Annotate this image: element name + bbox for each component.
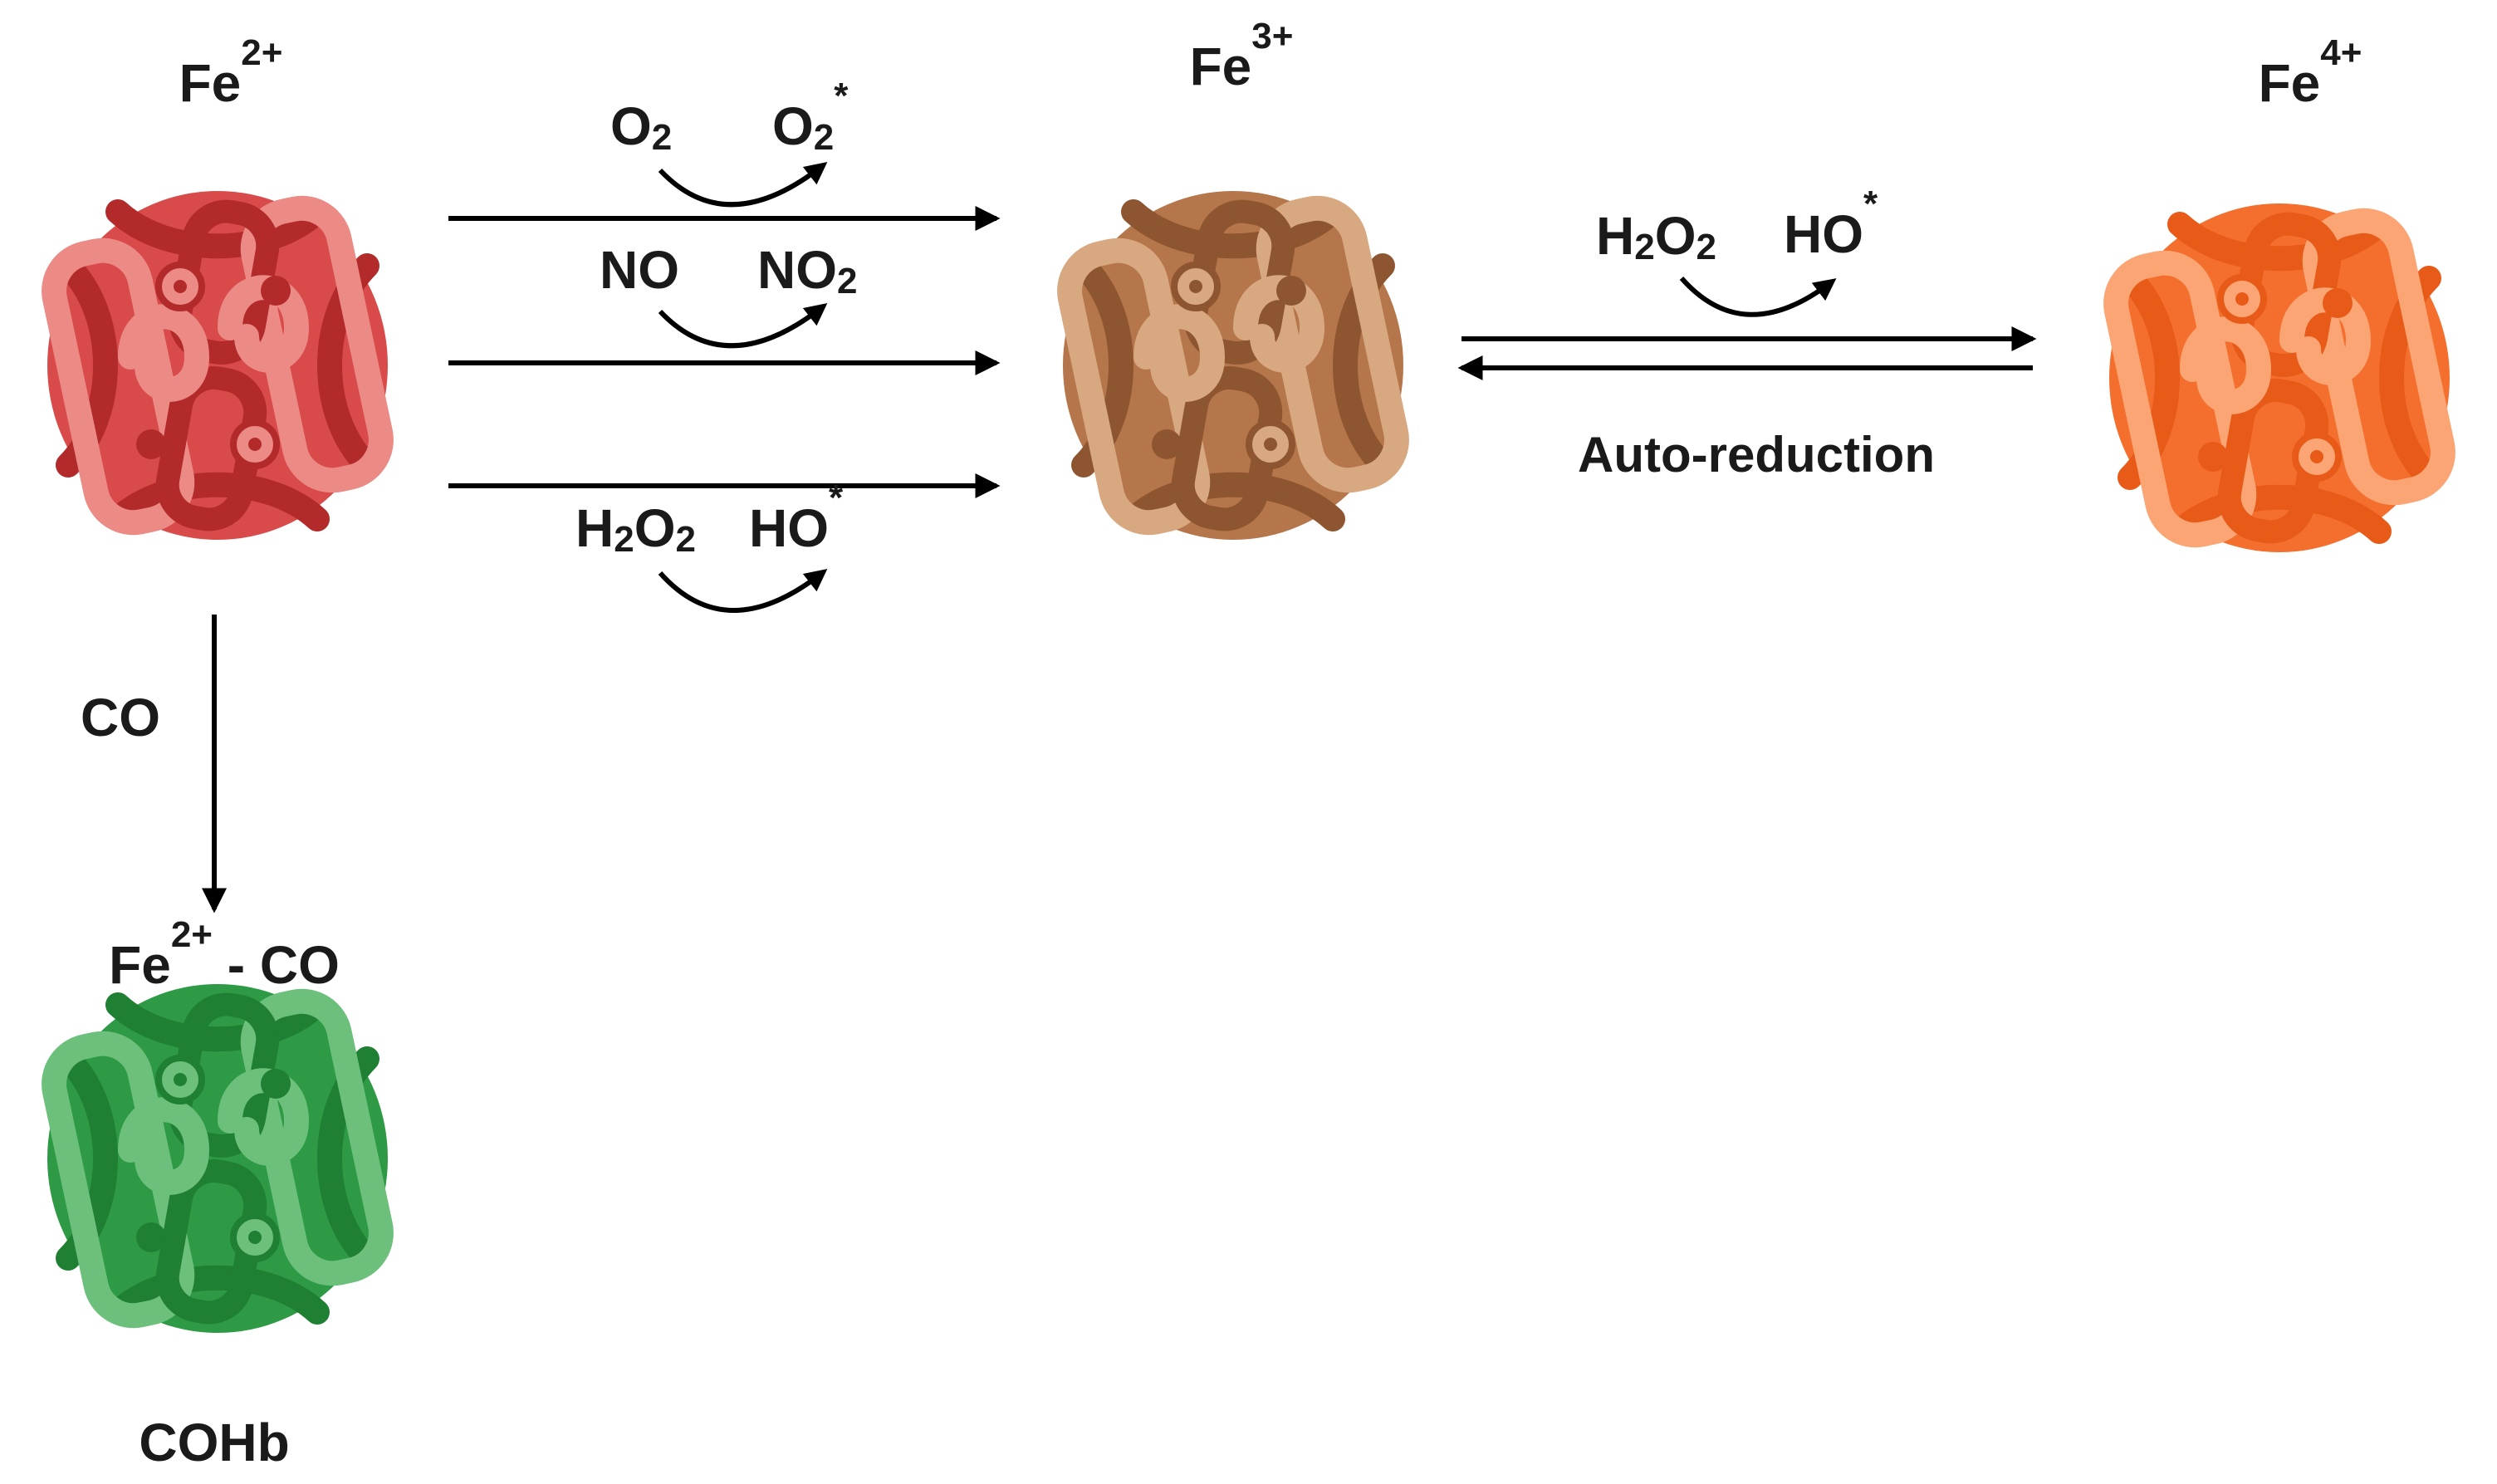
product-no2: NO2 bbox=[757, 240, 858, 301]
reagent-h2o2-right: H2O2 bbox=[1596, 206, 1716, 267]
curve-o2 bbox=[658, 162, 828, 208]
state-label-fe4: Fe4+ bbox=[2258, 32, 2362, 113]
state-label-fe2: Fe2+ bbox=[179, 32, 283, 113]
state-label-fe3: Fe3+ bbox=[1189, 16, 1294, 96]
product-ho-radical-low: HO* bbox=[749, 478, 844, 558]
curve-no bbox=[658, 303, 828, 349]
label-auto-reduction: Auto-reduction bbox=[1578, 427, 1935, 482]
reagent-h2o2-low: H2O2 bbox=[575, 498, 696, 560]
product-ho-radical-right: HO* bbox=[1784, 184, 1878, 264]
reagent-o2: O2 bbox=[610, 96, 673, 158]
state-label-fe2-co: Fe2+ - CO bbox=[109, 914, 340, 995]
caption-cohb: COHb bbox=[139, 1413, 290, 1472]
curve-h2o2-low bbox=[658, 569, 828, 613]
curve-h2o2-right bbox=[1679, 277, 1837, 317]
hemoglobin-fe3-icon bbox=[1062, 191, 1404, 540]
hemoglobin-co-icon bbox=[47, 984, 389, 1333]
reagent-no: NO bbox=[600, 240, 679, 300]
hemoglobin-fe2-icon bbox=[47, 191, 389, 540]
hemoglobin-fe4-icon bbox=[2108, 203, 2450, 552]
product-o2-radical: O2* bbox=[772, 76, 849, 158]
label-co: CO bbox=[81, 688, 160, 747]
